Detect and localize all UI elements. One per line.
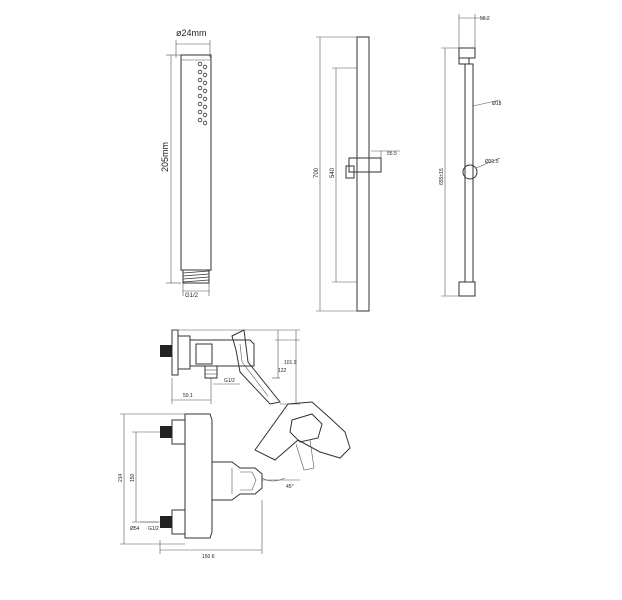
inlet-centres-label: 150 <box>130 473 136 482</box>
lever-angle-label: 45° <box>286 484 294 490</box>
mixer-body <box>211 461 263 501</box>
bracket-depth-label: 56.2 <box>480 16 490 22</box>
slide-rail-side-view: 56.2 655±15 Ø18 Ø31.5 <box>439 14 502 297</box>
mixer-front-view: 45° 214 150 Ø54 G1/2 150.6 <box>118 401 351 560</box>
top-bracket <box>458 47 476 59</box>
lower-inlet-thread <box>160 516 172 528</box>
hand-shower-view: ø24mm 205mm G1/2 <box>160 28 212 299</box>
front-thread-label: G1/2 <box>148 526 159 532</box>
outlet-stub <box>204 365 218 379</box>
handshower-body <box>180 54 212 271</box>
handshower-diameter-label: ø24mm <box>176 28 207 38</box>
mixer-total-height-label: 122 <box>278 368 287 374</box>
bottom-bracket <box>458 281 476 297</box>
slider-holder <box>345 165 355 179</box>
rail-bar <box>356 36 370 312</box>
top-inlet-thread <box>160 345 172 357</box>
rail-bar-length-label: 540 <box>330 167 336 178</box>
spray-holes <box>197 61 208 126</box>
mixer-height-label: 101.9 <box>284 360 297 366</box>
escutcheon-diameter-label: Ø54 <box>130 526 140 532</box>
front-height-label: 214 <box>118 473 124 482</box>
mixer-depth-label: 50.1 <box>183 393 193 399</box>
mixer-lever-front <box>254 401 351 461</box>
rail-slider <box>348 157 382 173</box>
knob-diameter-label: Ø31.5 <box>485 159 499 165</box>
front-width-label: 150.6 <box>202 554 215 560</box>
mixer-backplate <box>184 413 213 539</box>
side-rod <box>464 63 474 283</box>
slider-knob <box>462 164 478 180</box>
handshower-thread <box>182 269 210 284</box>
mixer-lever-top <box>231 329 281 405</box>
handshower-length-label: 205mm <box>160 142 170 172</box>
slide-rail-front-view: 700 540 55.5 <box>314 36 400 312</box>
mixer-top-view: 101.9 122 50.1 G1/2 <box>160 329 300 405</box>
rod-diameter-label: Ø18 <box>492 101 502 107</box>
handshower-thread-label: G1/2 <box>185 293 199 299</box>
fixing-centres-label: 655±15 <box>439 168 445 185</box>
upper-inlet-thread <box>160 426 172 438</box>
rail-overall-length-label: 700 <box>314 167 320 178</box>
mixer-top-thread-label: G1/2 <box>224 378 235 384</box>
slider-offset-label: 55.5 <box>387 151 397 157</box>
